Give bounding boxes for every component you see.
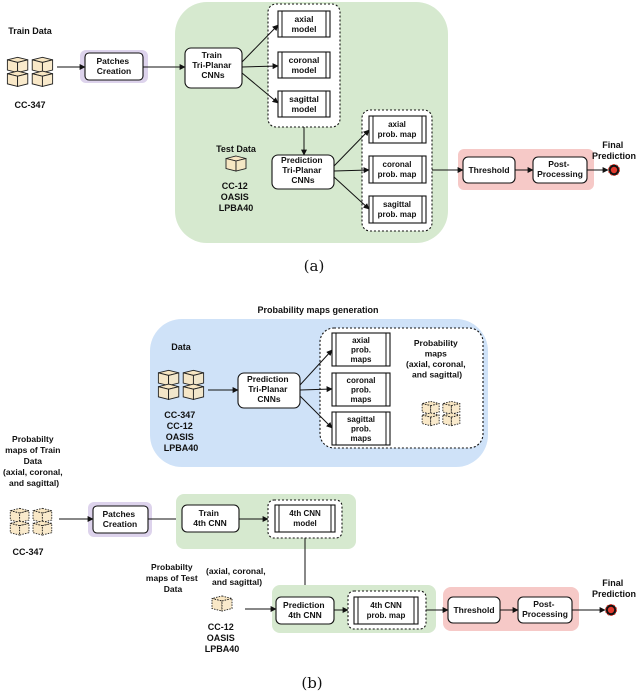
panel-b: Probability maps generation Data CC-347 … — [3, 305, 636, 692]
threshold-label-b: Threshold — [453, 605, 494, 615]
train-cnns-box — [184, 47, 243, 89]
end-point-icon — [608, 164, 620, 176]
prediction-4th-label: Prediction 4th CNN — [283, 600, 327, 620]
prediction-cnns-box-b — [237, 372, 301, 409]
train-4th-label: Train 4th CNN — [193, 508, 227, 528]
patches-creation-label-b: Patches Creation — [103, 509, 138, 529]
train-cnns-label: Train Tri-Planar CNNs — [192, 50, 234, 80]
train-dataset-label: CC-347 — [14, 100, 45, 110]
cube-stack-icon — [6, 56, 54, 87]
probability-maps-label: Probability maps (axial, coronal, and sa… — [406, 338, 468, 380]
end-point-icon — [605, 604, 617, 616]
arrow-pred-to-sagittal-map — [333, 176, 370, 210]
prediction-cnns-box-a — [271, 154, 335, 190]
test-datasets-label-b: CC-12 OASIS LPBA40 — [205, 622, 240, 654]
patches-creation-label-a: Patches Creation — [97, 56, 132, 76]
threshold-label-a: Threshold — [468, 165, 509, 175]
dashed-cube-stack-icon — [9, 507, 53, 536]
train-prob-label-b: Probabilty maps of Train Data (axial, co… — [3, 434, 65, 488]
final-prediction-label-a: Final Prediction — [592, 140, 636, 161]
prediction-cnns-label-a: Prediction Tri-Planar CNNs — [281, 155, 325, 185]
caption-a: (a) — [304, 257, 325, 275]
arrow-train-to-axial — [241, 24, 279, 63]
arrow-pred-to-sagittal-maps-b — [299, 395, 333, 429]
arrow-pred-to-axial-maps-b — [299, 349, 333, 386]
train-dataset-label-b: CC-347 — [12, 547, 43, 557]
dashed-cube-stack-icon — [421, 400, 461, 427]
arrow-train-to-sagittal — [241, 72, 279, 104]
test-prob-paren-b: (axial, coronal, and sagittal) — [206, 566, 268, 587]
arrow-pred-to-coronal-map — [333, 167, 370, 174]
test-prob-label-b: Probabilty maps of Test Data — [146, 562, 200, 594]
datasets-label-b: CC-347 CC-12 OASIS LPBA40 — [164, 410, 199, 453]
cube-icon — [225, 155, 247, 172]
test-data-label: Test Data — [216, 144, 257, 154]
arrow-pred-to-coronal-maps-b — [299, 386, 333, 393]
post-processing-label-a: Post- Processing — [537, 159, 583, 179]
prediction-cnns-label-b: Prediction Tri-Planar CNNs — [247, 374, 291, 404]
generation-title: Probability maps generation — [257, 305, 378, 315]
train-data-label: Train Data — [8, 26, 53, 36]
post-processing-label-b: Post- Processing — [522, 599, 568, 619]
final-prediction-label-b: Final Prediction — [592, 578, 636, 599]
arrow-pred-to-axial-map — [333, 129, 370, 167]
caption-b: (b) — [301, 674, 322, 692]
dashed-cube-icon — [211, 595, 233, 612]
panel-a: Train Data CC-347 Patches Creation Train… — [6, 2, 636, 275]
arrow-train-to-coronal — [241, 63, 279, 70]
test-datasets-label: CC-12 OASIS LPBA40 — [219, 181, 254, 213]
data-label-b: Data — [171, 342, 192, 352]
cube-stack-icon — [157, 369, 205, 400]
